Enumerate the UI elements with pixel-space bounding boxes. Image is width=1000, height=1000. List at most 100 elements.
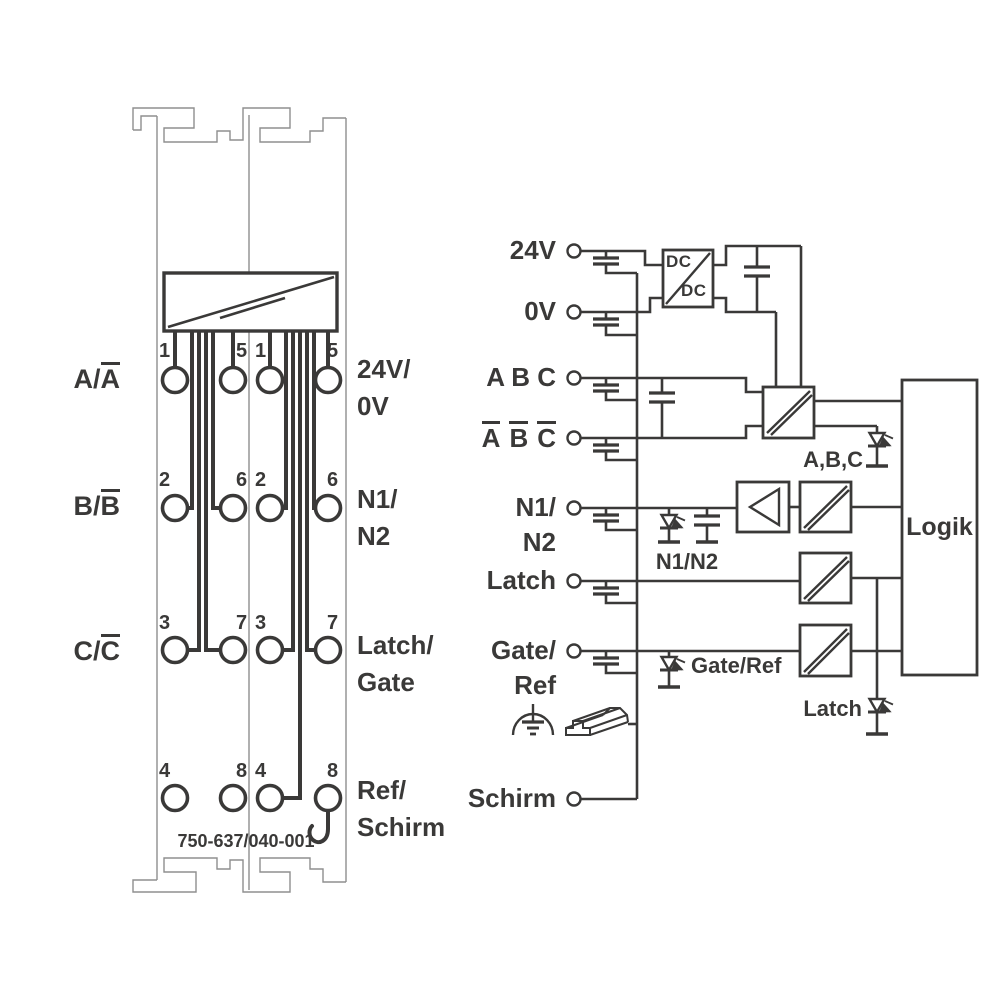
functional-earth-icon xyxy=(511,704,555,736)
terminal-number: 5 xyxy=(236,340,248,362)
label-signal-c: C/C xyxy=(73,634,120,666)
isolator-gate-ref-block xyxy=(798,623,853,678)
capacitor-abc-pair xyxy=(649,378,675,438)
terminal-number: 3 xyxy=(255,612,267,634)
isolator-abc-block xyxy=(761,385,816,440)
schematic-label-schirm: Schirm xyxy=(467,783,556,813)
label-signal-b: B/B xyxy=(73,489,120,521)
terminal-7-right xyxy=(313,635,343,665)
port-schirm xyxy=(566,791,582,807)
dcdc-text-top: DC xyxy=(666,252,692,271)
module-wires xyxy=(173,331,330,845)
led-label-gate-ref: Gate/Ref xyxy=(691,653,782,678)
terminal-number: 3 xyxy=(159,612,171,634)
schematic-label-n2: N2 xyxy=(522,527,556,557)
din-rail-icon xyxy=(565,707,629,736)
led-gate-ref-icon xyxy=(658,651,685,689)
wire-0v xyxy=(574,296,663,314)
led-abc-icon xyxy=(866,426,893,468)
port-0v xyxy=(566,304,582,320)
label-row1-line1: 24V/ xyxy=(357,354,411,384)
port-gate-ref xyxy=(566,643,582,659)
terminal-number: 6 xyxy=(327,469,339,491)
led-latch-icon xyxy=(866,578,893,736)
port-n1n2 xyxy=(566,500,582,516)
terminal-5-right xyxy=(313,365,343,395)
module-housing-outline xyxy=(132,107,347,893)
terminal-7-left xyxy=(218,635,248,665)
terminal-number: 6 xyxy=(236,469,248,491)
part-number: 750-637/040-001 xyxy=(177,831,315,851)
terminal-1-left xyxy=(160,365,190,395)
wire-24v xyxy=(574,249,663,267)
schematic-ports xyxy=(566,243,582,807)
connector-block xyxy=(162,271,339,333)
led-label-abc: A,B,C xyxy=(803,447,863,472)
port-abc-inverted xyxy=(566,430,582,446)
capacitor-dcdc-out xyxy=(744,246,770,312)
wire-dcdc-out-bottom xyxy=(713,296,776,314)
terminal-5-left xyxy=(218,365,248,395)
terminal-3-left xyxy=(160,635,190,665)
amplifier-block xyxy=(735,480,791,534)
logic-label: Logik xyxy=(906,513,973,541)
schematic-label-n1: N1/ xyxy=(515,492,556,522)
terminal-6-right xyxy=(313,493,343,523)
label-row3-line2: Gate xyxy=(357,667,415,697)
terminal-number: 1 xyxy=(159,340,171,362)
label-row4-line1: Ref/ xyxy=(357,775,407,805)
logic-block xyxy=(900,378,979,677)
terminal-number: 2 xyxy=(255,469,267,491)
label-row2-line1: N1/ xyxy=(357,484,398,514)
dcdc-text-bottom: DC xyxy=(681,281,707,300)
terminal-8-left xyxy=(218,783,248,813)
schematic-label-0v: 0V xyxy=(524,296,556,326)
terminal-number: 4 xyxy=(255,760,267,782)
terminal-number: 2 xyxy=(159,469,171,491)
schematic-label-ref: Ref xyxy=(514,670,556,700)
terminal-1-right xyxy=(255,365,285,395)
shield-clamp-icon xyxy=(307,808,330,845)
terminal-number: 5 xyxy=(327,340,339,362)
dcdc-converter-block xyxy=(661,248,715,309)
isolator-n1n2-block xyxy=(798,480,853,534)
label-row2-line2: N2 xyxy=(357,521,391,551)
capacitor-n1n2 xyxy=(694,508,720,544)
terminal-6-left xyxy=(218,493,248,523)
terminal-4-left xyxy=(160,783,190,813)
port-latch xyxy=(566,573,582,589)
schematic-label-gate: Gate/ xyxy=(490,635,556,665)
terminal-8-right xyxy=(313,783,343,813)
terminal-2-left xyxy=(160,493,190,523)
wire-abc-inverted xyxy=(574,424,763,440)
port-abc xyxy=(566,370,582,386)
filter-capacitors xyxy=(593,251,637,675)
schematic-label-latch: Latch xyxy=(486,565,556,595)
terminal-number: 7 xyxy=(236,612,248,634)
label-signal-a: A/A xyxy=(73,362,120,394)
isolator-latch-block xyxy=(798,551,853,605)
terminal-4-right xyxy=(255,783,285,813)
terminal-number: 4 xyxy=(159,760,171,782)
led-label-n1n2: N1/N2 xyxy=(655,549,719,574)
terminal-number: 8 xyxy=(327,760,339,782)
schematic-label-abc: A B C xyxy=(486,362,556,392)
terminal-number: 7 xyxy=(327,612,339,634)
label-row1-line2: 0V xyxy=(357,391,389,421)
terminal-2-right xyxy=(255,493,285,523)
schematic xyxy=(511,243,979,807)
label-row3-line1: Latch/ xyxy=(357,630,434,660)
wire-dcdc-out-top xyxy=(713,244,801,267)
terminal-number: 1 xyxy=(255,340,267,362)
schematic-label-24v: 24V xyxy=(509,235,556,265)
led-n1n2-icon xyxy=(658,508,685,544)
terminal-number: 8 xyxy=(236,760,248,782)
port-24v xyxy=(566,243,582,259)
wire-abc xyxy=(574,376,763,394)
label-row4-line2: Schirm xyxy=(357,812,446,842)
module-terminals xyxy=(160,365,343,813)
led-label-latch: Latch xyxy=(803,696,862,721)
